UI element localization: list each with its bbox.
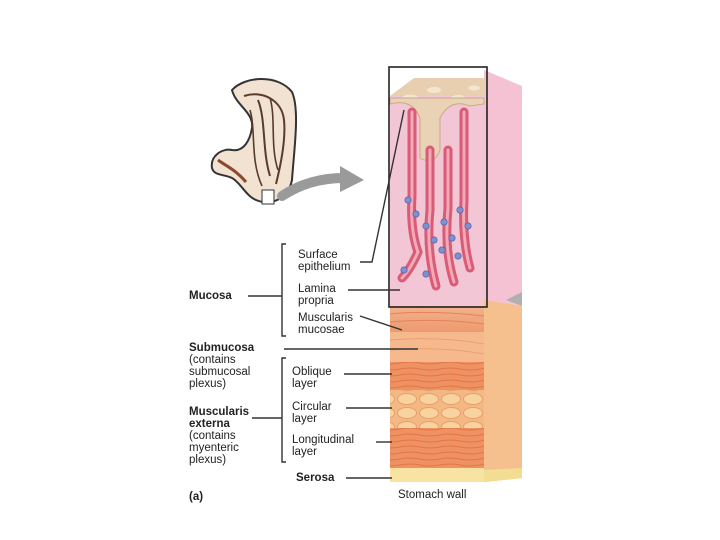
label-stomach-wall: Stomach wall	[398, 489, 466, 501]
label-panel: (a)	[189, 491, 203, 503]
label-muscularis-externa-note: (contains myenteric plexus)	[189, 430, 239, 466]
submucosa-layer	[390, 332, 484, 362]
label-submucosa: Submucosa	[189, 342, 254, 354]
label-submucosa-note: (contains submucosal plexus)	[189, 354, 250, 390]
muscularis-mucosae-layer	[390, 306, 484, 332]
label-muscularis-externa: Muscularis externa	[189, 406, 249, 430]
serosa-layer	[390, 468, 484, 482]
mucosa-layer	[390, 78, 486, 306]
label-muscularis-mucosae: Muscularis mucosae	[298, 312, 353, 336]
label-mucosa: Mucosa	[189, 290, 232, 302]
label-lamina-propria: Lamina propria	[298, 283, 336, 307]
circular-layer	[390, 390, 484, 428]
magnify-arrow-icon	[282, 166, 364, 196]
label-surface-epithelium: Surface epithelium	[298, 249, 350, 273]
stomach-outline-icon	[212, 79, 296, 204]
label-circular-layer: Circular layer	[292, 401, 332, 425]
longitudinal-layer	[390, 428, 484, 468]
label-longitudinal-layer: Longitudinal layer	[292, 434, 354, 458]
label-serosa: Serosa	[296, 472, 334, 484]
oblique-layer	[390, 362, 484, 390]
label-oblique-layer: Oblique layer	[292, 366, 332, 390]
